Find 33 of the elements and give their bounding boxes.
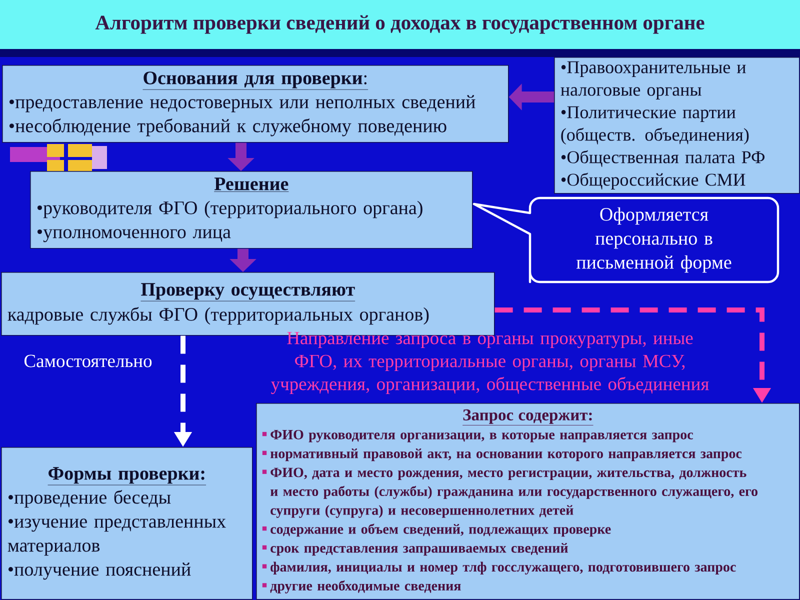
list-item: фамилия, инициалы и номер тлф госслужащего, подготовившего запрос [270,562,736,575]
list-item: •проведение беседы [8,490,171,508]
text-box [2,65,509,143]
callout-text: Оформляется персонально в письменной форме [576,207,732,273]
text-box [256,403,800,600]
list-item: •получение пояснений [8,562,191,580]
text-box [30,171,473,249]
list-item: •уполномоченного лица [37,229,231,242]
box-heading: Запрос содержит: [462,409,594,426]
edge-label: Самостоятельно [24,354,152,368]
list-item: •изучение представленных материалов [8,518,226,556]
list-item: •руководителя ФГО (территориального органа) [37,200,422,218]
box-heading: Проверку осуществляют [140,283,356,302]
list-item: •Общественная палата РФ [561,150,765,167]
callout-bubble [472,196,780,284]
list-item: срок представления запрашиваемых сведений [270,542,568,556]
list-item: •несоблюдение требований к служебному поведению [9,118,446,136]
box-heading: Основания для проверки: [142,72,368,90]
list-item: нормативный правовой акт, на основании которого направляется запрос [270,448,742,462]
body-text: кадровые службы ФГО (территориальных органов) [8,306,429,325]
list-item: ФИО руководителя организации, в которые направляется запрос [270,430,693,442]
edge-label: Направление запроса в органы прокуратуры, иные ФГО, их территориальные органы, органы МСУ, учреждения, организации, общественные объединения [271,332,709,394]
text-box [1,447,253,600]
list-item: •Правоохранительные и налоговые органы [560,61,746,100]
text-box [554,57,800,194]
title-banner: Алгоритм проверки сведений о доходах в государственном органе [0,0,800,49]
box-heading: Формы проверки: [48,467,206,486]
box-heading: Решение [214,178,289,192]
list-item: другие необходимые сведения [270,580,461,594]
list-item: содержание и объем сведений, подлежащих проверке [270,524,611,537]
list-item: •Общероссийские СМИ [561,172,746,190]
list-item: •предоставление недостоверных или неполных сведений [9,95,476,112]
list-item: •Политические партии (обществ. объединения) [561,106,749,144]
